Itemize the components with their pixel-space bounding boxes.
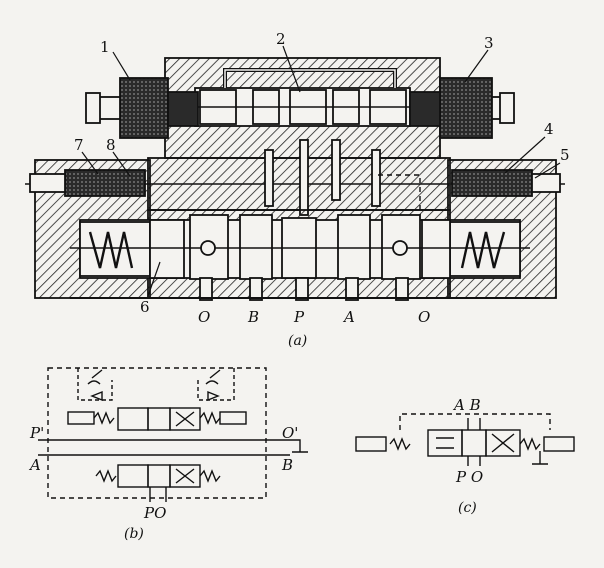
main-spool-land-3 bbox=[239, 214, 273, 280]
left-solenoid-coil bbox=[119, 77, 169, 139]
symbol-c-right-spring bbox=[519, 437, 541, 451]
pilot-symbol-right-solenoid bbox=[219, 411, 247, 425]
pilot-symbol-right-spring bbox=[199, 411, 221, 425]
pilot-channel-inner bbox=[224, 69, 396, 88]
pilot-passage-3 bbox=[331, 139, 341, 201]
caption-a: (a) bbox=[288, 333, 307, 349]
main-spool-land-5 bbox=[337, 214, 371, 280]
right-spring-chamber bbox=[449, 221, 521, 277]
label-ab-c: A B bbox=[452, 396, 481, 414]
leader-3 bbox=[464, 49, 489, 83]
callout-2: 2 bbox=[276, 30, 286, 48]
port-label-o-right: O bbox=[418, 308, 430, 326]
pilot-symbol-box-3 bbox=[169, 407, 201, 431]
callout-7: 7 bbox=[74, 136, 84, 154]
leader-5 bbox=[534, 162, 561, 179]
left-spring bbox=[88, 231, 134, 269]
symbol-c-cross bbox=[491, 433, 515, 453]
main-spool-land-1 bbox=[149, 219, 185, 279]
port-stub-p bbox=[295, 277, 309, 301]
left-throttle bbox=[87, 369, 103, 385]
right-spring bbox=[460, 231, 506, 269]
label-po-b: PO bbox=[143, 504, 166, 522]
symbol-c-parallel bbox=[436, 437, 454, 449]
left-check-arrow bbox=[90, 390, 103, 402]
port-stub-a bbox=[345, 277, 359, 301]
port-label-a: A bbox=[342, 308, 355, 326]
port-label-b: B bbox=[247, 308, 259, 326]
right-throttle-check bbox=[197, 368, 235, 401]
symbol-b-frame bbox=[47, 367, 267, 499]
port-stub-o-left bbox=[199, 277, 213, 301]
symbol-c-box-1 bbox=[427, 429, 463, 457]
pilot-passage-2 bbox=[299, 139, 309, 216]
symbol-c-drain bbox=[532, 451, 548, 465]
pilot-passage-4 bbox=[371, 149, 381, 207]
callout-8: 8 bbox=[106, 136, 116, 154]
port-label-o-left: O bbox=[198, 308, 210, 326]
main-symbol-left-spring bbox=[95, 469, 117, 483]
caption-c: (c) bbox=[458, 500, 477, 516]
port-label-p: P bbox=[293, 308, 305, 326]
left-manual-knob bbox=[85, 92, 101, 124]
label-p-prime: P' bbox=[29, 424, 44, 442]
left-solenoid-armature bbox=[167, 91, 199, 127]
right-throttle bbox=[205, 369, 221, 385]
label-b: B bbox=[281, 456, 293, 474]
symbol-c bbox=[355, 413, 575, 466]
left-orifice bbox=[200, 240, 216, 256]
right-damper-cap bbox=[531, 173, 561, 193]
label-po-c: P O bbox=[455, 468, 483, 486]
leader-6 bbox=[147, 261, 161, 297]
callout-4: 4 bbox=[544, 120, 554, 138]
callout-6: 6 bbox=[140, 298, 150, 316]
left-damper-cap bbox=[29, 173, 66, 193]
right-damper bbox=[451, 169, 533, 197]
pilot-symbol-box-1 bbox=[117, 407, 149, 431]
main-spool-land-7 bbox=[421, 219, 451, 279]
callout-1: 1 bbox=[100, 38, 110, 56]
main-symbol-right-spring bbox=[199, 469, 221, 483]
leader-8 bbox=[112, 151, 131, 177]
symbol-b bbox=[38, 367, 308, 502]
main-symbol-box-1 bbox=[117, 464, 149, 488]
o-prime-drain bbox=[290, 439, 308, 453]
pilot-symbol-left-solenoid bbox=[67, 411, 95, 425]
right-solenoid-armature bbox=[409, 91, 441, 127]
pilot-symbol-left-spring bbox=[93, 411, 115, 425]
caption-b: (b) bbox=[124, 526, 144, 542]
right-check-arrow bbox=[207, 390, 220, 402]
left-throttle-check bbox=[77, 368, 113, 401]
symbol-c-box-2 bbox=[461, 429, 487, 457]
pilot-symbol-box-2 bbox=[147, 407, 171, 431]
pilot-passage-1 bbox=[264, 149, 274, 207]
symbol-c-left-spring bbox=[389, 437, 411, 451]
leader-7 bbox=[81, 151, 99, 175]
callout-3: 3 bbox=[484, 34, 494, 52]
left-damper bbox=[64, 169, 146, 197]
symbol-c-left-solenoid bbox=[355, 436, 387, 452]
symbol-c-pilot-line bbox=[399, 413, 551, 430]
leader-2 bbox=[282, 45, 301, 93]
leader-1 bbox=[112, 51, 131, 81]
callout-5: 5 bbox=[560, 146, 570, 164]
label-o-prime: O' bbox=[282, 424, 298, 442]
pilot-symbol-cross bbox=[175, 411, 195, 427]
sectional-view-a bbox=[25, 45, 565, 301]
symbol-c-right-solenoid bbox=[543, 436, 575, 452]
main-symbol-cross bbox=[175, 468, 195, 484]
dashed-passage bbox=[378, 174, 421, 215]
label-a: A bbox=[28, 456, 41, 474]
right-orifice bbox=[392, 240, 408, 256]
right-solenoid-coil bbox=[439, 77, 493, 139]
leader-4 bbox=[504, 136, 546, 174]
main-symbol-box-2 bbox=[147, 464, 171, 488]
port-stub-b bbox=[249, 277, 263, 301]
port-stub-o-right bbox=[395, 277, 409, 301]
right-manual-knob bbox=[499, 92, 515, 124]
